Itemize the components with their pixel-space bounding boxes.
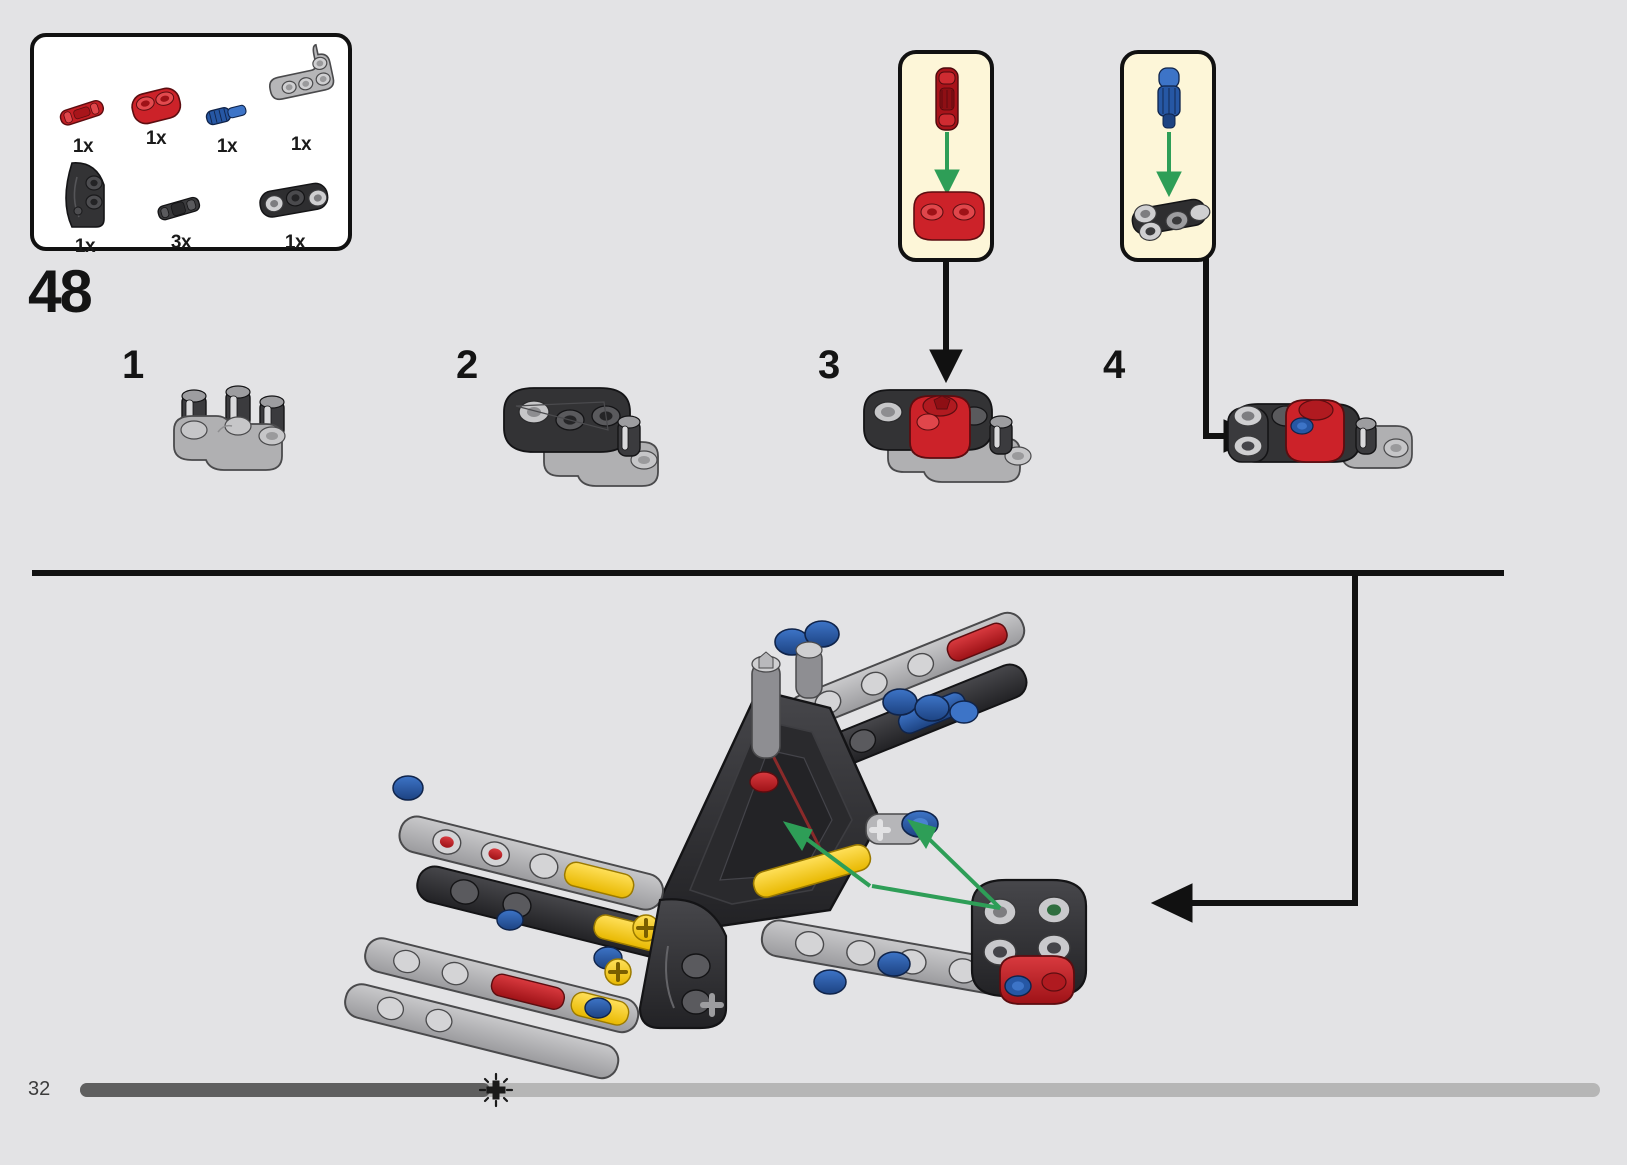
substep-2-illustration <box>503 387 659 487</box>
part-quantity: 1x <box>216 136 238 157</box>
part-image-black-beam <box>252 171 338 231</box>
callout-blue-axle-pin <box>1120 50 1216 262</box>
page-number: 32 <box>28 1078 51 1100</box>
callout-red-pin <box>898 50 994 262</box>
part-image-red-pin <box>50 83 116 135</box>
part-item: 1x <box>118 75 194 148</box>
progress-marker-icon <box>478 1072 514 1108</box>
progress-bar-fill <box>80 1083 491 1097</box>
substep-3-label: 3 <box>818 343 840 387</box>
part-item: 1x <box>252 171 338 252</box>
progress-bar-track <box>80 1083 1600 1097</box>
assembly-arrow-green-2 <box>782 821 872 888</box>
substep-1-illustration <box>173 385 286 471</box>
part-quantity: 3x <box>170 232 192 253</box>
red-beam-part <box>909 395 971 459</box>
section-divider <box>32 570 1504 576</box>
part-image-black-panel <box>46 157 124 235</box>
part-quantity: 1x <box>74 236 96 257</box>
main-assembly-illustration <box>344 611 1088 1080</box>
parts-callout-box: 1x 1x <box>30 33 352 256</box>
callout-drop-line <box>1352 570 1358 903</box>
assembly-arrow-green-1 <box>906 819 1002 910</box>
substep-2-label: 2 <box>456 343 478 387</box>
main-pointer-arrow <box>1150 883 1358 923</box>
part-item: 3x <box>144 179 218 252</box>
red-beam-with-blue-pin <box>1285 399 1345 463</box>
substep-3-illustration <box>863 389 1032 483</box>
step-number: 48 <box>28 258 93 325</box>
part-image-gray-angle-beam <box>258 43 344 133</box>
substep-4-illustration <box>1227 399 1413 469</box>
insertion-arrow-green <box>1156 132 1182 198</box>
part-image-black-pin <box>144 179 218 231</box>
part-image-blue-axle-pin <box>194 83 260 135</box>
substep-4-label: 4 <box>1103 343 1125 387</box>
part-quantity: 1x <box>72 136 94 157</box>
part-item: 1x <box>50 83 116 156</box>
part-item: 1x <box>258 43 344 155</box>
part-quantity: 1x <box>284 232 306 253</box>
part-image-red-beam <box>118 75 194 127</box>
attached-black-beam <box>1227 405 1269 463</box>
part-item: 1x <box>194 83 260 156</box>
substep-1-label: 1 <box>122 343 144 387</box>
part-quantity: 1x <box>145 128 167 149</box>
part-quantity: 1x <box>290 134 312 155</box>
insertion-arrow-green <box>934 132 960 196</box>
callout-1-connector <box>929 258 963 384</box>
part-item: 1x <box>46 157 124 256</box>
